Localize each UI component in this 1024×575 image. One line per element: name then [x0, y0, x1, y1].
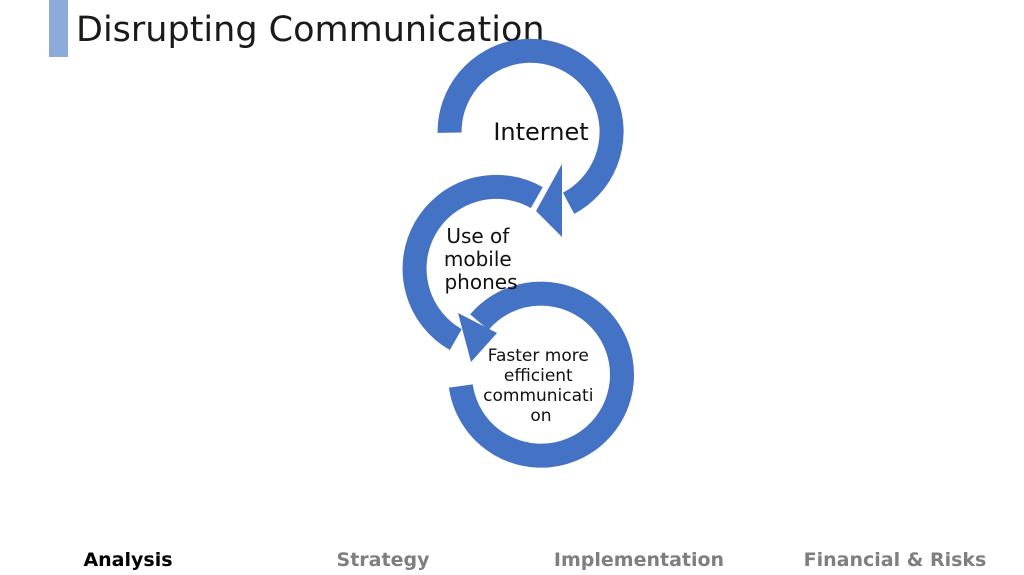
- arc-internet: [437, 38, 624, 214]
- node-label-communication: Faster more efficient communicati on: [483, 346, 599, 426]
- node-label-line: Faster more: [488, 346, 589, 366]
- arrowhead-internet: [536, 164, 562, 237]
- nav-item-implementation[interactable]: Implementation: [553, 549, 725, 571]
- nav-item-strategy[interactable]: Strategy: [336, 549, 430, 571]
- nav-item-financial-risks[interactable]: Financial & Risks: [803, 549, 987, 571]
- node-label-line: mobile: [444, 247, 512, 271]
- node-label-internet: Internet: [493, 118, 588, 146]
- node-label-line: phones: [444, 270, 517, 294]
- arrowhead-mobile-phones: [458, 313, 497, 362]
- node-label-mobile-phones: Use of mobile phones: [444, 224, 518, 294]
- node-label-line: Internet: [493, 118, 588, 146]
- node-label-line: communicati: [483, 386, 593, 406]
- node-label-line: Use of: [446, 224, 510, 248]
- slide-title: Disrupting Communication: [76, 10, 545, 50]
- arc-communication: [448, 281, 634, 468]
- section-nav: Analysis Strategy Implementation Financi…: [0, 545, 1024, 575]
- nav-item-analysis[interactable]: Analysis: [83, 549, 173, 571]
- node-label-line: efficient: [504, 366, 573, 386]
- title-accent-bar: [49, 0, 68, 57]
- arc-mobile-phones: [402, 174, 543, 351]
- node-label-line: on: [530, 406, 551, 426]
